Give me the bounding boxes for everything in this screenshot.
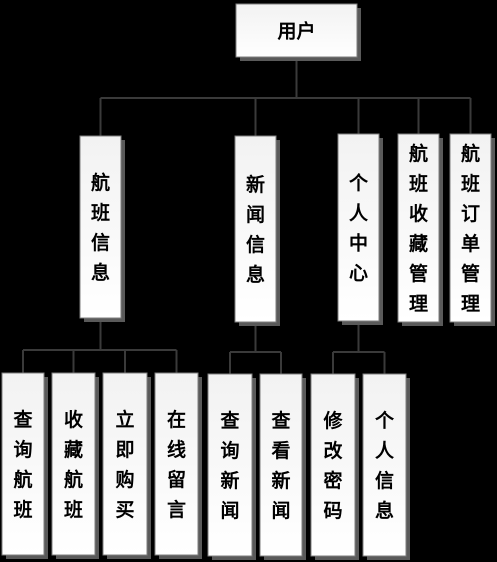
node-box [362, 373, 407, 557]
node-label: 查看新闻 [270, 409, 291, 522]
node-box [259, 373, 303, 557]
connector-lines [22, 57, 472, 374]
node-label: 查询航班 [12, 408, 33, 521]
node-box [102, 372, 148, 556]
node-label: 在线留言 [167, 408, 186, 521]
node-flight-favorites: 航班收藏管理 [397, 133, 443, 326]
node-box [337, 133, 380, 322]
node-news-info: 新闻信息 [234, 135, 280, 326]
node-box [154, 372, 199, 556]
node-box [235, 3, 358, 58]
node-box [310, 373, 356, 557]
node-flight-info-child: 立即购买 [102, 372, 151, 559]
node-label: 航班信息 [91, 171, 110, 284]
node-personal-center-child: 个人信息 [362, 373, 410, 560]
node-label: 航班收藏管理 [409, 142, 428, 315]
node-flight-orders: 航班订单管理 [449, 133, 495, 326]
node-personal-center-child: 修改密码 [310, 373, 359, 560]
node-label: 个人信息 [374, 410, 395, 522]
node-news-info-child: 查询新闻 [207, 373, 256, 560]
node-flight-info-child: 查询航班 [1, 372, 48, 559]
node-news-info-child: 查看新闻 [259, 373, 306, 560]
node-label: 立即购买 [115, 408, 134, 521]
node-box [207, 373, 253, 557]
node-label: 个人中心 [348, 173, 369, 285]
root-node-user: 用户 [235, 3, 361, 61]
node-personal-center: 个人中心 [337, 133, 383, 325]
node-label: 用户 [277, 20, 315, 43]
node-label: 收藏航班 [64, 408, 83, 521]
node-flight-info: 航班信息 [79, 135, 125, 322]
node-box [1, 372, 45, 556]
node-label: 新闻信息 [246, 173, 265, 286]
node-box [449, 133, 492, 323]
node-flight-info-child: 收藏航班 [51, 372, 99, 559]
node-box [79, 135, 122, 319]
node-flight-info-child: 在线留言 [154, 372, 202, 559]
node-box [234, 135, 277, 323]
node-box [51, 372, 96, 556]
node-label: 修改密码 [322, 409, 343, 522]
node-box [397, 133, 440, 323]
node-label: 航班订单管理 [461, 142, 480, 315]
node-label: 查询新闻 [219, 409, 240, 522]
